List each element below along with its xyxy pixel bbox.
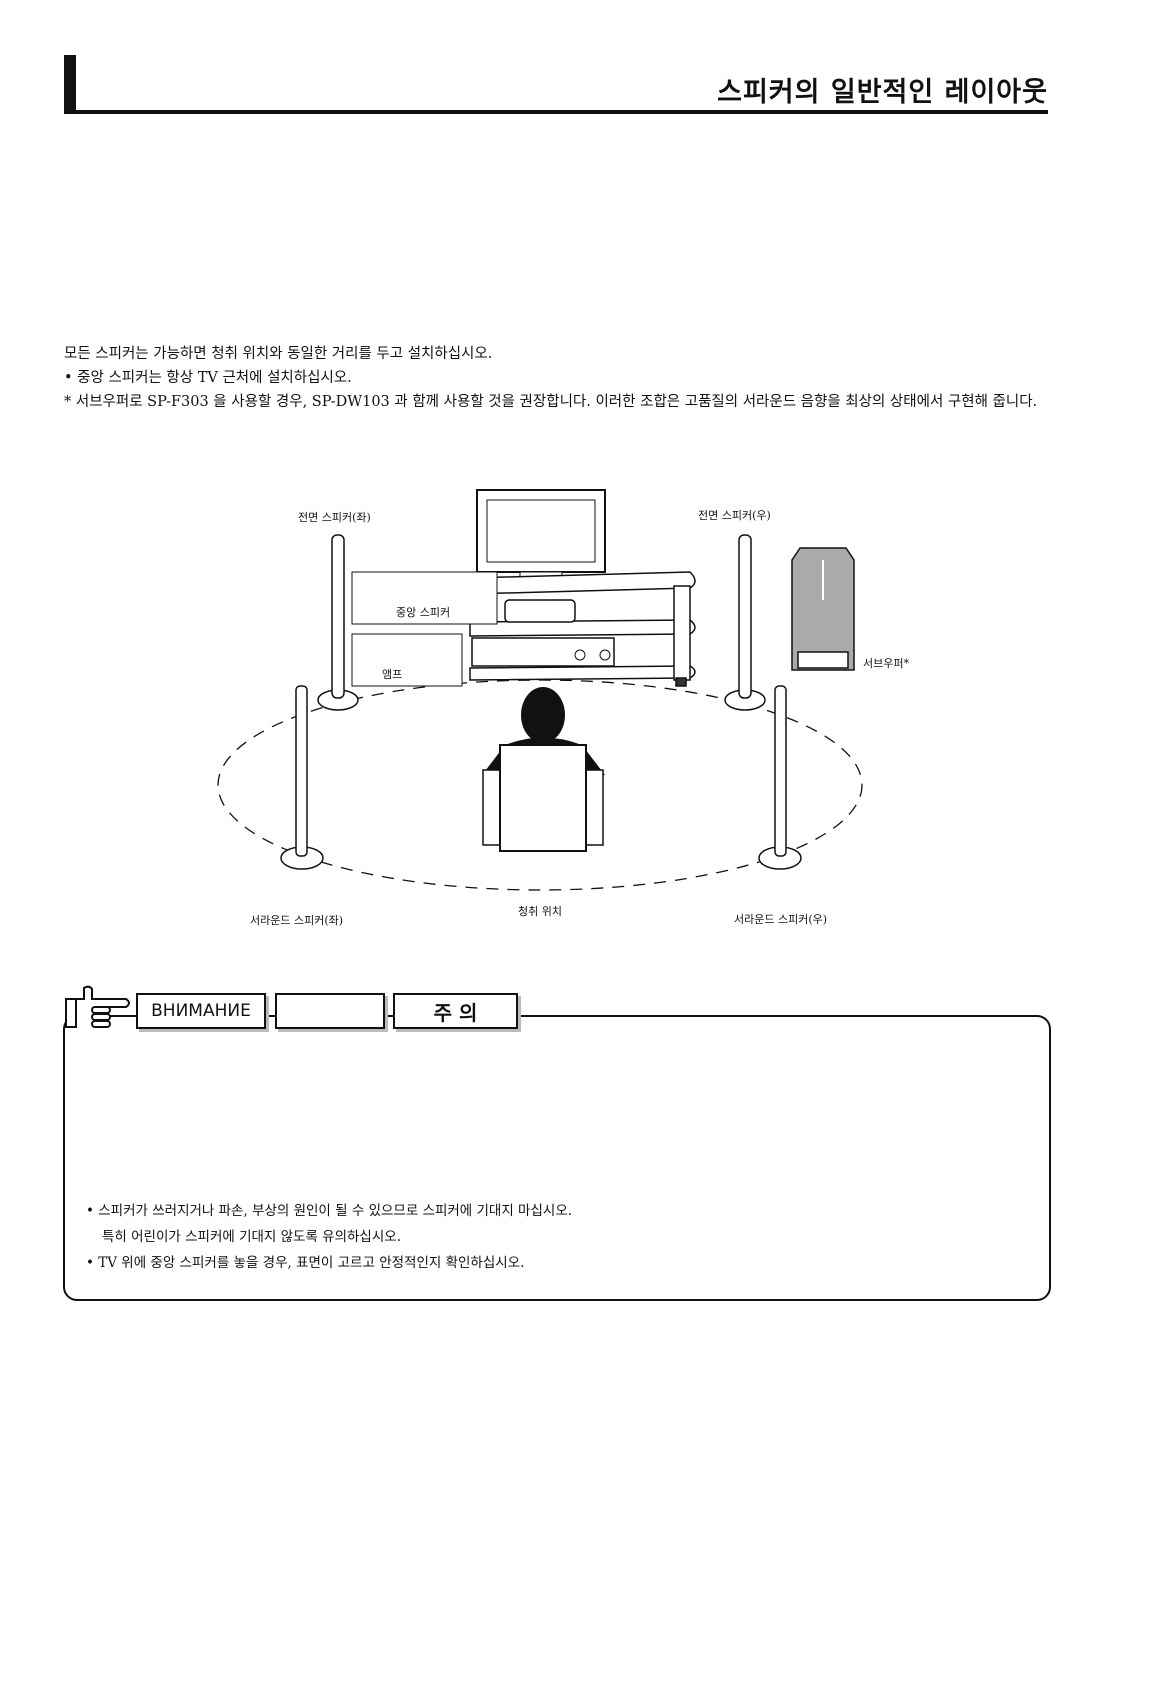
caution-item-cont: 특히 어린이가 스피커에 기대지 않도록 유의하십시오.	[102, 1229, 401, 1245]
label-front-left: 전면 스피커(좌)	[298, 511, 371, 524]
label-listening: 청취 위치	[518, 905, 562, 918]
label-amp: 앰프	[382, 668, 403, 681]
caution-tag-russian: ВНИМАНИЕ	[136, 993, 266, 1029]
label-surround-right: 서라운드 스피커(우)	[734, 913, 828, 926]
page-title: 스피커의 일반적인 레이아웃	[717, 77, 1048, 108]
tv-illustration	[476, 489, 606, 579]
caution-tag-blank	[275, 993, 385, 1029]
speaker-layout-diagram	[217, 489, 863, 891]
caution-item: • TV 위에 중앙 스피커를 놓을 경우, 표면이 고르고 안정적인지 확인하…	[86, 1255, 525, 1271]
subwoofer	[791, 547, 855, 671]
label-front-right: 전면 스피커(우)	[698, 509, 771, 522]
listener-in-chair	[482, 687, 605, 852]
label-surround-left: 서라운드 스피커(좌)	[250, 914, 344, 927]
amplifier	[471, 637, 615, 667]
caution-item: • 스피커가 쓰러지거나 파손, 부상의 원인이 될 수 있으므로 스피커에 기…	[86, 1203, 573, 1219]
label-center: 중앙 스피커	[396, 606, 451, 619]
center-speaker	[504, 599, 576, 623]
caution-tag-korean: 주 의	[393, 993, 518, 1029]
pointing-hand-icon	[65, 985, 130, 1028]
tv-rack	[469, 571, 696, 687]
surround-left-speaker	[280, 685, 324, 870]
header-bar	[64, 55, 76, 113]
front-left-speaker	[317, 534, 359, 711]
intro-text: 모든 스피커는 가능하면 청취 위치와 동일한 거리를 두고 설치하십시오. •…	[64, 342, 1054, 414]
surround-right-speaker	[758, 685, 802, 870]
intro-bullet: • 중앙 스피커는 항상 TV 근처에 설치하십시오.	[64, 370, 352, 386]
intro-line: 모든 스피커는 가능하면 청취 위치와 동일한 거리를 두고 설치하십시오.	[64, 346, 493, 362]
caution-list: • 스피커가 쓰러지거나 파손, 부상의 원인이 될 수 있으므로 스피커에 기…	[86, 1198, 572, 1276]
intro-note: * 서브우퍼로 SP-F303 을 사용할 경우, SP-DW103 과 함께 …	[64, 394, 1038, 410]
front-right-speaker	[724, 534, 766, 711]
header-rule	[64, 110, 1048, 114]
label-subwoofer: 서브우퍼*	[863, 657, 909, 670]
caution-box	[63, 1015, 1051, 1301]
